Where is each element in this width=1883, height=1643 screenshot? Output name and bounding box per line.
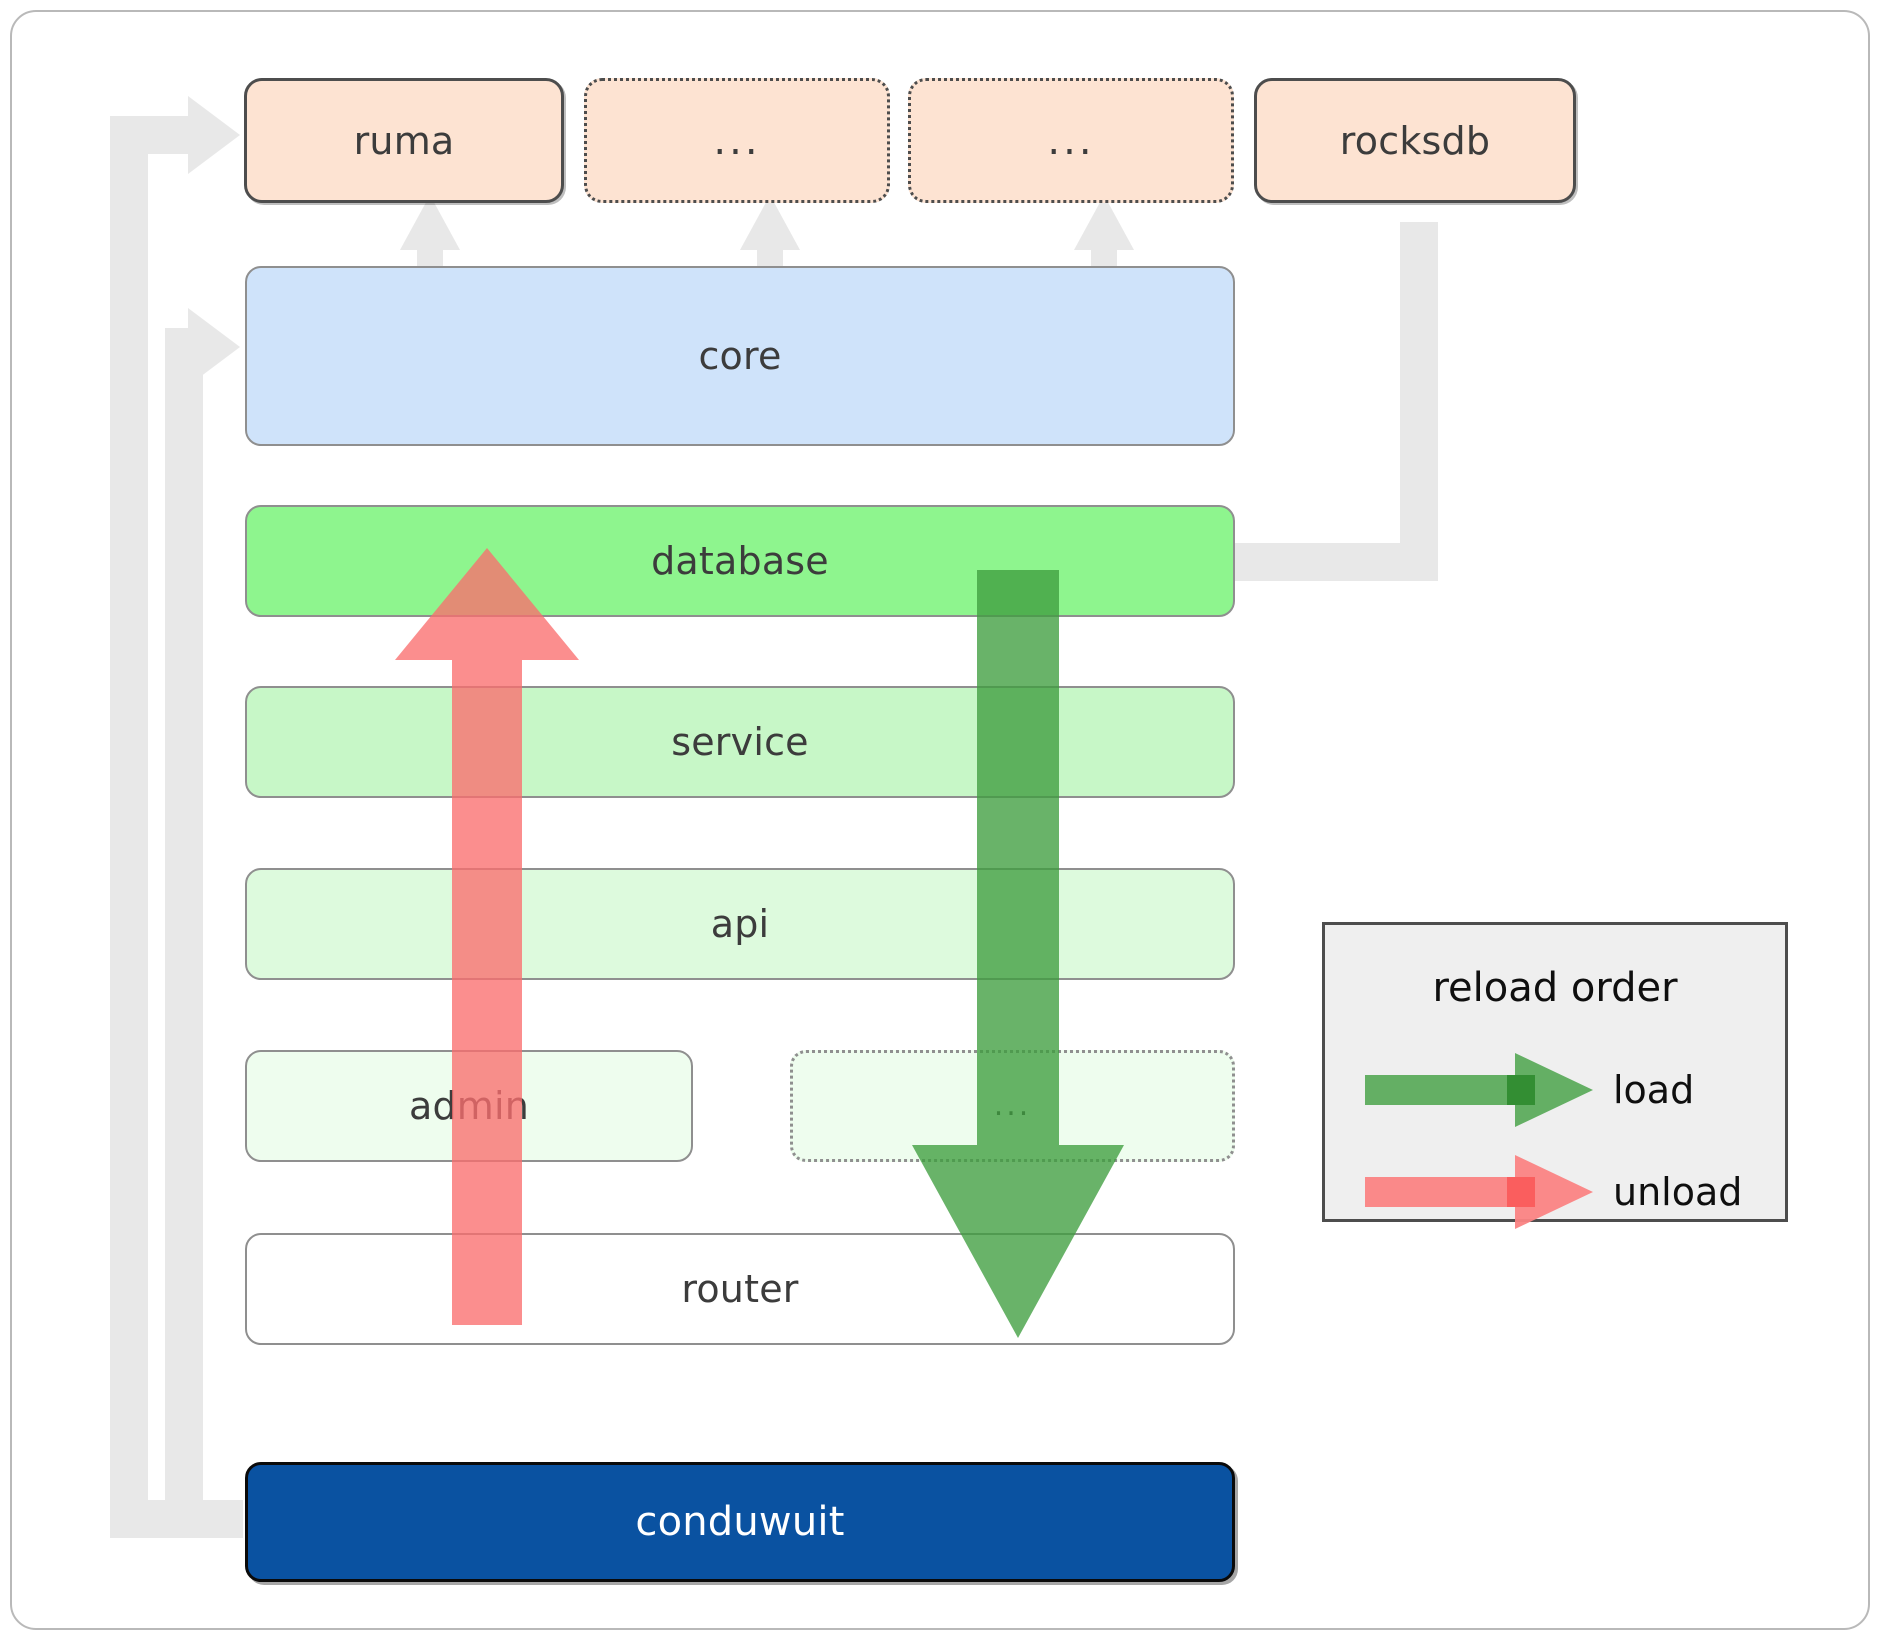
crate-label-placeholder-2: ... bbox=[1047, 117, 1095, 164]
legend-panel: reload order load unload bbox=[1322, 922, 1788, 1229]
legend-label-load: load bbox=[1613, 1068, 1695, 1112]
crate-label-ruma: ruma bbox=[353, 118, 455, 163]
layer-box-router[interactable]: router bbox=[245, 1233, 1235, 1345]
core-label: core bbox=[698, 334, 782, 378]
layer-box-placeholder[interactable]: ... bbox=[790, 1050, 1235, 1162]
core-box[interactable]: core bbox=[245, 266, 1235, 446]
crate-box-placeholder-2[interactable]: ... bbox=[908, 78, 1234, 203]
crate-box-ruma[interactable]: ruma bbox=[244, 78, 564, 203]
layer-box-admin[interactable]: admin bbox=[245, 1050, 693, 1162]
legend-row-unload: unload bbox=[1365, 1155, 1765, 1229]
legend-label-unload: unload bbox=[1613, 1170, 1743, 1214]
unload-arrow-icon bbox=[1365, 1155, 1593, 1229]
crate-label-rocksdb: rocksdb bbox=[1339, 118, 1491, 163]
load-arrow-icon bbox=[1365, 1053, 1593, 1127]
crate-label-placeholder-1: ... bbox=[713, 117, 761, 164]
layer-box-api[interactable]: api bbox=[245, 868, 1235, 980]
crate-box-rocksdb[interactable]: rocksdb bbox=[1254, 78, 1576, 203]
legend-row-load: load bbox=[1365, 1053, 1765, 1127]
root-label-conduwuit: conduwuit bbox=[635, 1499, 845, 1545]
layer-label-service: service bbox=[671, 720, 809, 764]
layer-box-database[interactable]: database bbox=[245, 505, 1235, 617]
root-box-conduwuit[interactable]: conduwuit bbox=[245, 1462, 1235, 1582]
legend-title: reload order bbox=[1432, 965, 1678, 1011]
crate-box-placeholder-1[interactable]: ... bbox=[584, 78, 890, 203]
layer-label-placeholder: ... bbox=[993, 1088, 1032, 1123]
layer-label-admin: admin bbox=[408, 1084, 530, 1128]
diagram-frame bbox=[10, 10, 1870, 1630]
layer-label-api: api bbox=[710, 902, 770, 946]
layer-box-service[interactable]: service bbox=[245, 686, 1235, 798]
layer-label-router: router bbox=[681, 1267, 799, 1311]
layer-label-database: database bbox=[651, 539, 829, 583]
